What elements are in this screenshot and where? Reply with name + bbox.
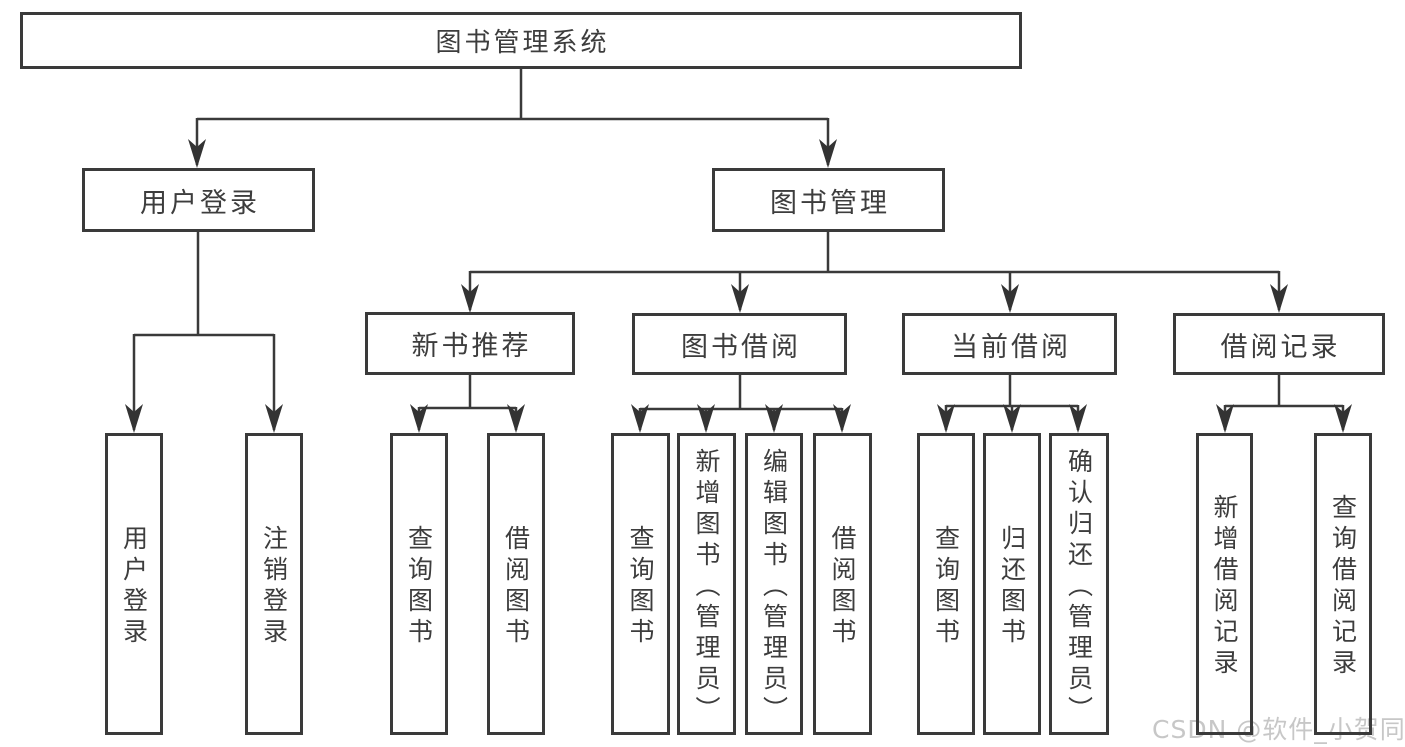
node-leaf-borrow-books-recommend: 借阅图书 [487, 433, 545, 735]
node-library-management-system: 图书管理系统 [20, 12, 1022, 69]
node-leaf-add-books-admin: 新增图书（管理员） [677, 433, 736, 735]
node-leaf-edit-books-admin: 编辑图书（管理员） [745, 433, 803, 735]
node-new-book-recommend: 新书推荐 [365, 312, 575, 375]
node-current-borrowing: 当前借阅 [902, 313, 1117, 375]
csdn-watermark: CSDN @软件_小贺同学 [1152, 715, 1405, 744]
node-leaf-add-borrow-record: 新增借阅记录 [1196, 433, 1253, 735]
node-leaf-return-books: 归还图书 [983, 433, 1041, 735]
node-book-borrowing: 图书借阅 [632, 313, 847, 375]
node-leaf-logout: 注销登录 [245, 433, 303, 735]
node-leaf-query-borrow-record: 查询借阅记录 [1314, 433, 1372, 735]
node-borrowing-records: 借阅记录 [1173, 313, 1385, 375]
node-leaf-query-books-borrowing: 查询图书 [611, 433, 670, 735]
node-book-management: 图书管理 [712, 168, 945, 232]
node-leaf-user-login: 用户登录 [105, 433, 163, 735]
node-leaf-query-books-current: 查询图书 [917, 433, 975, 735]
node-leaf-confirm-return-admin: 确认归还（管理员） [1049, 433, 1109, 735]
node-leaf-borrow-books: 借阅图书 [813, 433, 872, 735]
node-leaf-query-books-recommend: 查询图书 [390, 433, 448, 735]
node-user-login: 用户登录 [82, 168, 315, 232]
